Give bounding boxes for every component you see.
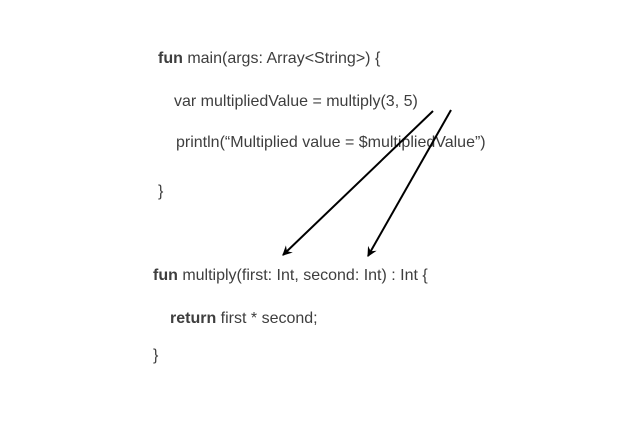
var-multipliedvalue-line: var multipliedValue = multiply(3, 5) — [174, 93, 418, 110]
return-line: return first * second; — [170, 309, 318, 328]
fun-keyword: fun — [158, 50, 183, 67]
return-keyword: return — [170, 310, 217, 327]
multiply-signature-rest: multiply(first: Int, second: Int) : Int … — [177, 267, 428, 284]
multiply-signature-line: fun multiply(first: Int, second: Int) : … — [153, 266, 428, 285]
multiply-closing-brace: } — [153, 347, 159, 364]
return-line-rest: first * second; — [216, 310, 318, 327]
fun-keyword: fun — [153, 267, 178, 284]
arrow-argument-5-to-second — [367, 109, 452, 257]
main-signature-rest: main(args: Array<String>) { — [182, 50, 381, 67]
println-line: println(“Multiplied value = $multipliedV… — [176, 134, 486, 151]
main-closing-brace: } — [158, 183, 164, 200]
main-signature-line: fun main(args: Array<String>) { — [158, 49, 380, 68]
